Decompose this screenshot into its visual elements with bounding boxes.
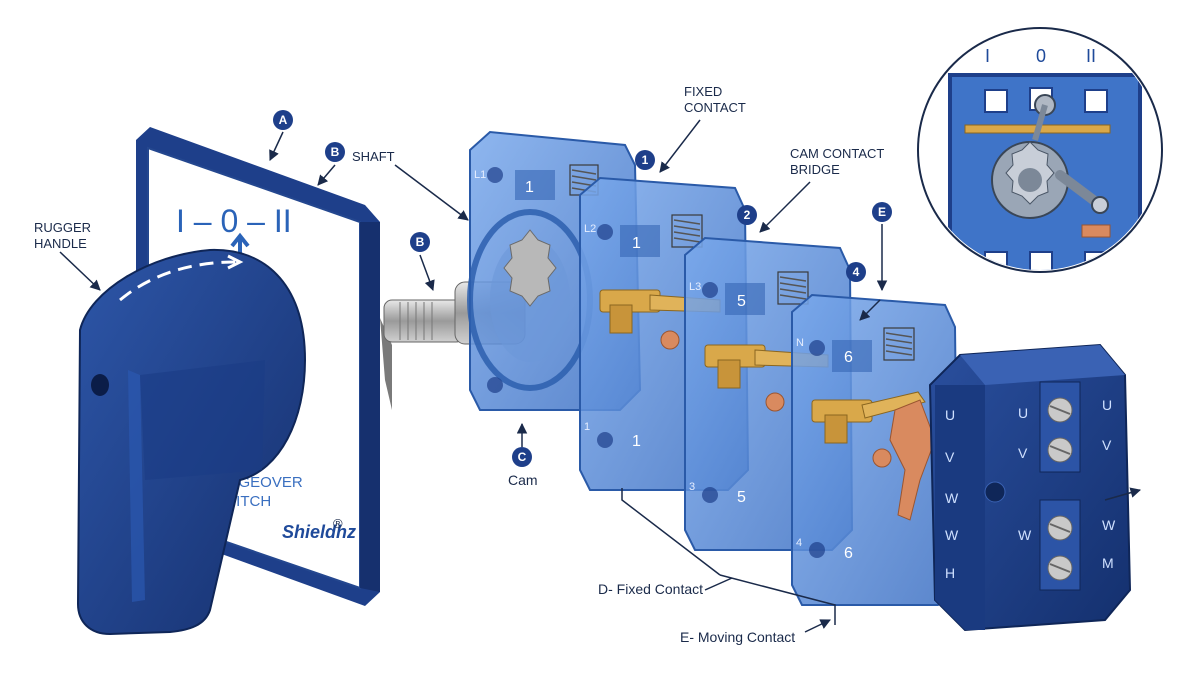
cam [503, 229, 557, 307]
label-d-fixed-contact: D- Fixed Contact [598, 581, 703, 597]
terminal-left-letter: W [945, 527, 959, 543]
terminal-left-letter: V [945, 449, 955, 465]
label-shaft: SHAFT [352, 149, 395, 164]
label-handle: HANDLE [34, 236, 87, 251]
badge-e: E [872, 202, 892, 222]
registered-mark: ® [333, 516, 343, 531]
terminal-center-letter: V [1018, 445, 1028, 461]
badge-b-top: B [325, 142, 345, 162]
terminal-center-letter: W [1018, 527, 1032, 543]
badge-1: 1 [635, 150, 655, 170]
terminal-left-letter: H [945, 565, 955, 581]
label-rugger: RUGGER [34, 220, 91, 235]
callout-lines [59, 119, 1142, 633]
rugger-handle[interactable] [76, 248, 307, 636]
svg-text:E: E [878, 205, 886, 219]
badge-b-shaft: B [410, 232, 430, 252]
svg-text:C: C [518, 450, 527, 464]
turn-direction-arrow-icon [227, 254, 244, 270]
terminal-block: U V W W H U V W U V W M [928, 343, 1132, 632]
badge-4: 4 [846, 262, 866, 282]
badge-a: A [273, 110, 293, 130]
block-2-bottom-number: 1 [632, 433, 641, 450]
terminal-left-letter: U [945, 407, 955, 423]
block-2-bottom-small: 1 [584, 421, 590, 433]
inset-position-2: II [1086, 46, 1096, 66]
block-2-phase: L2 [584, 223, 596, 235]
terminal-right-letter: U [1102, 397, 1112, 413]
svg-text:A: A [279, 113, 288, 127]
svg-text:B: B [416, 235, 425, 249]
block-1-top-number: 1 [525, 179, 534, 196]
block-3-phase: L3 [689, 281, 701, 293]
terminal-left-letter: W [945, 490, 959, 506]
block-4-top-number: 6 [844, 349, 853, 366]
badge-c: C [512, 447, 532, 467]
terminal-right-letter: M [1102, 555, 1114, 571]
padlock-hole-icon [91, 374, 109, 396]
terminal-right-letter: W [1102, 517, 1116, 533]
svg-text:2: 2 [744, 208, 751, 222]
terminal-right-letter: V [1102, 437, 1112, 453]
svg-text:4: 4 [853, 265, 860, 279]
svg-text:1: 1 [642, 153, 649, 167]
block-2-top-number: 1 [632, 235, 641, 252]
block-4-bottom-small: 4 [796, 537, 802, 549]
block-4-bottom-number: 6 [844, 545, 853, 562]
badges: A B B C E 1 2 4 [273, 110, 892, 467]
detail-inset: I 0 II [917, 27, 1163, 273]
badge-2: 2 [737, 205, 757, 225]
block-1-phase: L1 [474, 169, 486, 181]
label-bridge: BRIDGE [790, 162, 840, 177]
label-contact: CONTACT [684, 100, 746, 115]
label-e-moving-contact: E- Moving Contact [680, 629, 795, 645]
terminal-center-letter: U [1018, 405, 1028, 421]
block-3-bottom-small: 3 [689, 481, 695, 493]
block-4-phase: N [796, 337, 804, 349]
brand-logo: Shieldhz [282, 522, 356, 542]
block-3-bottom-number: 5 [737, 489, 746, 506]
inset-position-0: 0 [1036, 46, 1046, 66]
block-3-top-number: 5 [737, 293, 746, 310]
label-cam: Cam [508, 472, 538, 488]
labels: RUGGER HANDLE SHAFT FIXED CONTACT CAM CO… [34, 84, 884, 645]
svg-text:B: B [331, 145, 340, 159]
position-markings: I – 0 – II [176, 203, 292, 239]
label-fixed: FIXED [684, 84, 722, 99]
inset-position-1: I [985, 46, 990, 66]
label-cam-contact: CAM CONTACT [790, 146, 884, 161]
